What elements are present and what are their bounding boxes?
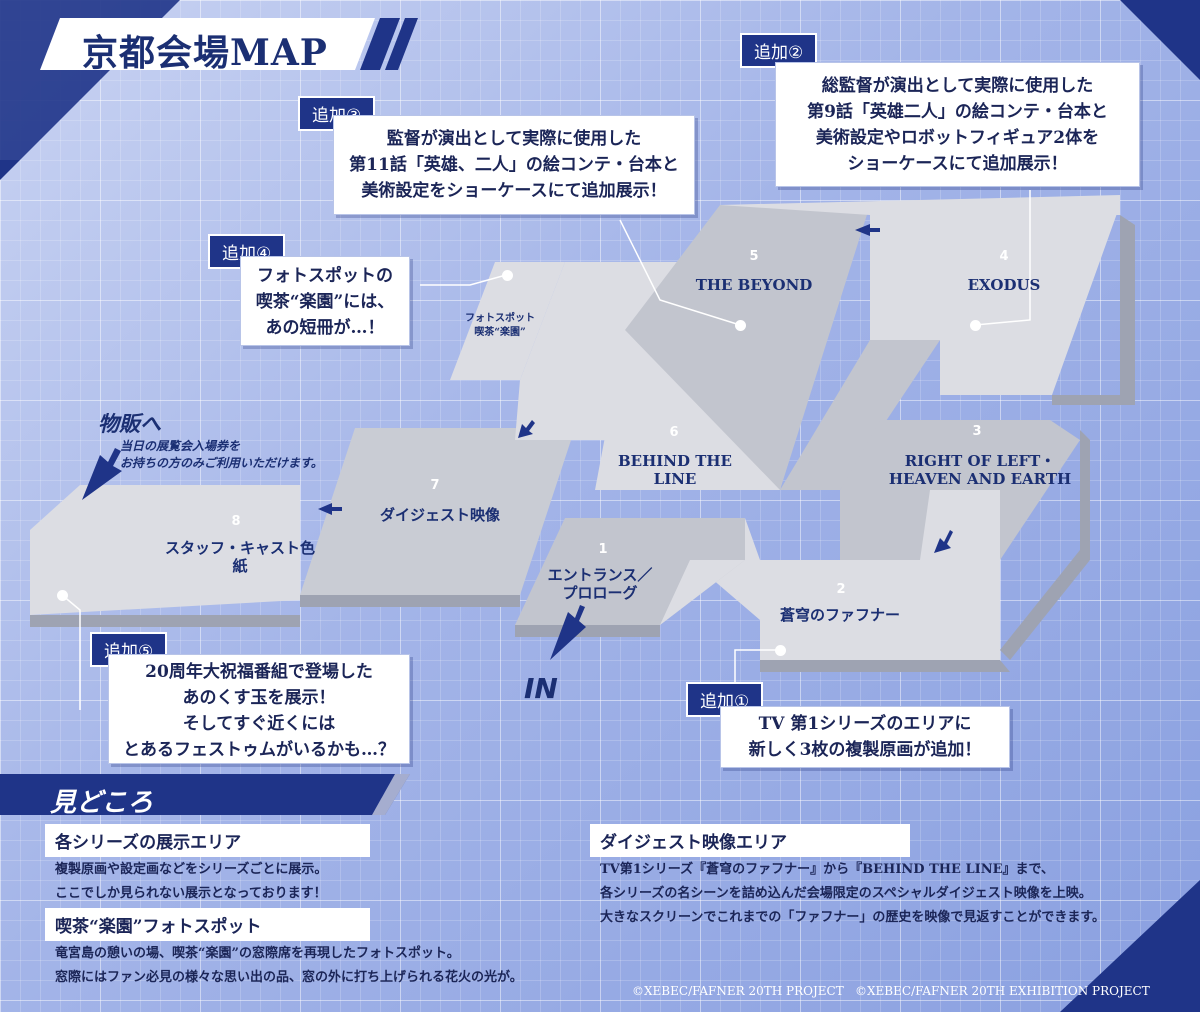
marker-addition-4 [502, 270, 513, 281]
copyright-2: ©XEBEC/FAFNER 20TH EXHIBITION PROJECT [855, 984, 1150, 998]
addition-5-note: 20周年大祝福番組で登場した あのくす玉を展示！ そしてすぐ近くには とあるフェ… [108, 654, 410, 764]
addition-4-note: フォトスポットの 喫茶“楽園”には、 あの短冊が…！ [240, 256, 410, 346]
floor-photo-spot [450, 262, 565, 380]
highlights-heading: 見どころ [50, 788, 154, 818]
route-arrows [82, 224, 953, 660]
merch-note: 当日の展覧会入場券を お持ちの方のみご利用いただけます。 [120, 439, 323, 470]
room-label-4: EXODUS [967, 276, 1041, 294]
copyright-1: ©XEBEC/FAFNER 20TH PROJECT [632, 984, 844, 998]
room-number-5: 5 [743, 245, 765, 269]
floor-room-2 [690, 490, 1000, 660]
floor-walls [30, 215, 1135, 672]
room-number-1: 1 [592, 538, 614, 562]
room-label-3: RIGHT OF LEFT・ HEAVEN AND EARTH [888, 452, 1072, 488]
marker-addition-5 [57, 590, 68, 601]
floor-corridor-b [780, 340, 940, 490]
addition-2-note: 総監督が演出として実際に使用した 第9話「英雄二人」の絵コンテ・台本と 美術設定… [775, 62, 1140, 187]
marker-addition-1 [775, 645, 786, 656]
room-number-2: 2 [830, 578, 852, 602]
room-number-6: 6 [663, 421, 685, 445]
room-label-6: BEHIND THE LINE [617, 452, 732, 488]
merch-link-label: 物販へ [98, 411, 161, 436]
leader-lines [61, 190, 1031, 710]
room-number-4: 4 [993, 245, 1015, 269]
floor-room-7 [300, 428, 575, 595]
section-title-photospot: 喫茶“楽園”フォトスポット [45, 908, 370, 941]
section-body-series: 複製原画や設定画などをシリーズごとに展示。 ここでしか見られない展示となっており… [55, 862, 328, 901]
room-label-1: エントランス／ プロローグ [547, 566, 653, 602]
room-number-3: 3 [966, 420, 988, 444]
floor-room-4 [870, 205, 1120, 395]
room-number-8: 8 [225, 510, 247, 534]
room-label-8: スタッフ・キャスト色紙 [164, 539, 315, 575]
floor-room-1-light [660, 518, 760, 625]
section-body-photospot: 竜宮島の憩いの場、喫茶“楽園”の窓際席を再現したフォトスポット。 窓際にはファン… [55, 946, 523, 985]
addition-3-note: 監督が演出として実際に使用した 第11話「英雄、二人」の絵コンテ・台本と 美術設… [333, 115, 695, 215]
room-label-7: ダイジェスト映像 [379, 506, 500, 524]
room-label-2: 蒼穹のファフナー [779, 606, 900, 624]
section-body-digest: TV第1シリーズ『蒼穹のファフナー』から『BEHIND THE LINE』まで、… [600, 862, 1106, 925]
section-title-series: 各シリーズの展示エリア [45, 824, 370, 857]
room-number-7: 7 [424, 474, 446, 498]
floor-room-6 [595, 330, 780, 490]
marker-addition-2 [970, 320, 981, 331]
entrance-in-label: IN [524, 672, 558, 705]
marker-addition-3 [735, 320, 746, 331]
room-label-5: THE BEYOND [695, 276, 813, 294]
photo-spot-label: フォトスポット 喫茶“楽園” [465, 313, 535, 338]
page-title: 京都会場MAP [82, 32, 328, 74]
section-title-digest: ダイジェスト映像エリア [590, 824, 910, 857]
addition-1-note: TV 第1シリーズのエリアに 新しく3枚の複製原画が追加！ [720, 706, 1010, 768]
